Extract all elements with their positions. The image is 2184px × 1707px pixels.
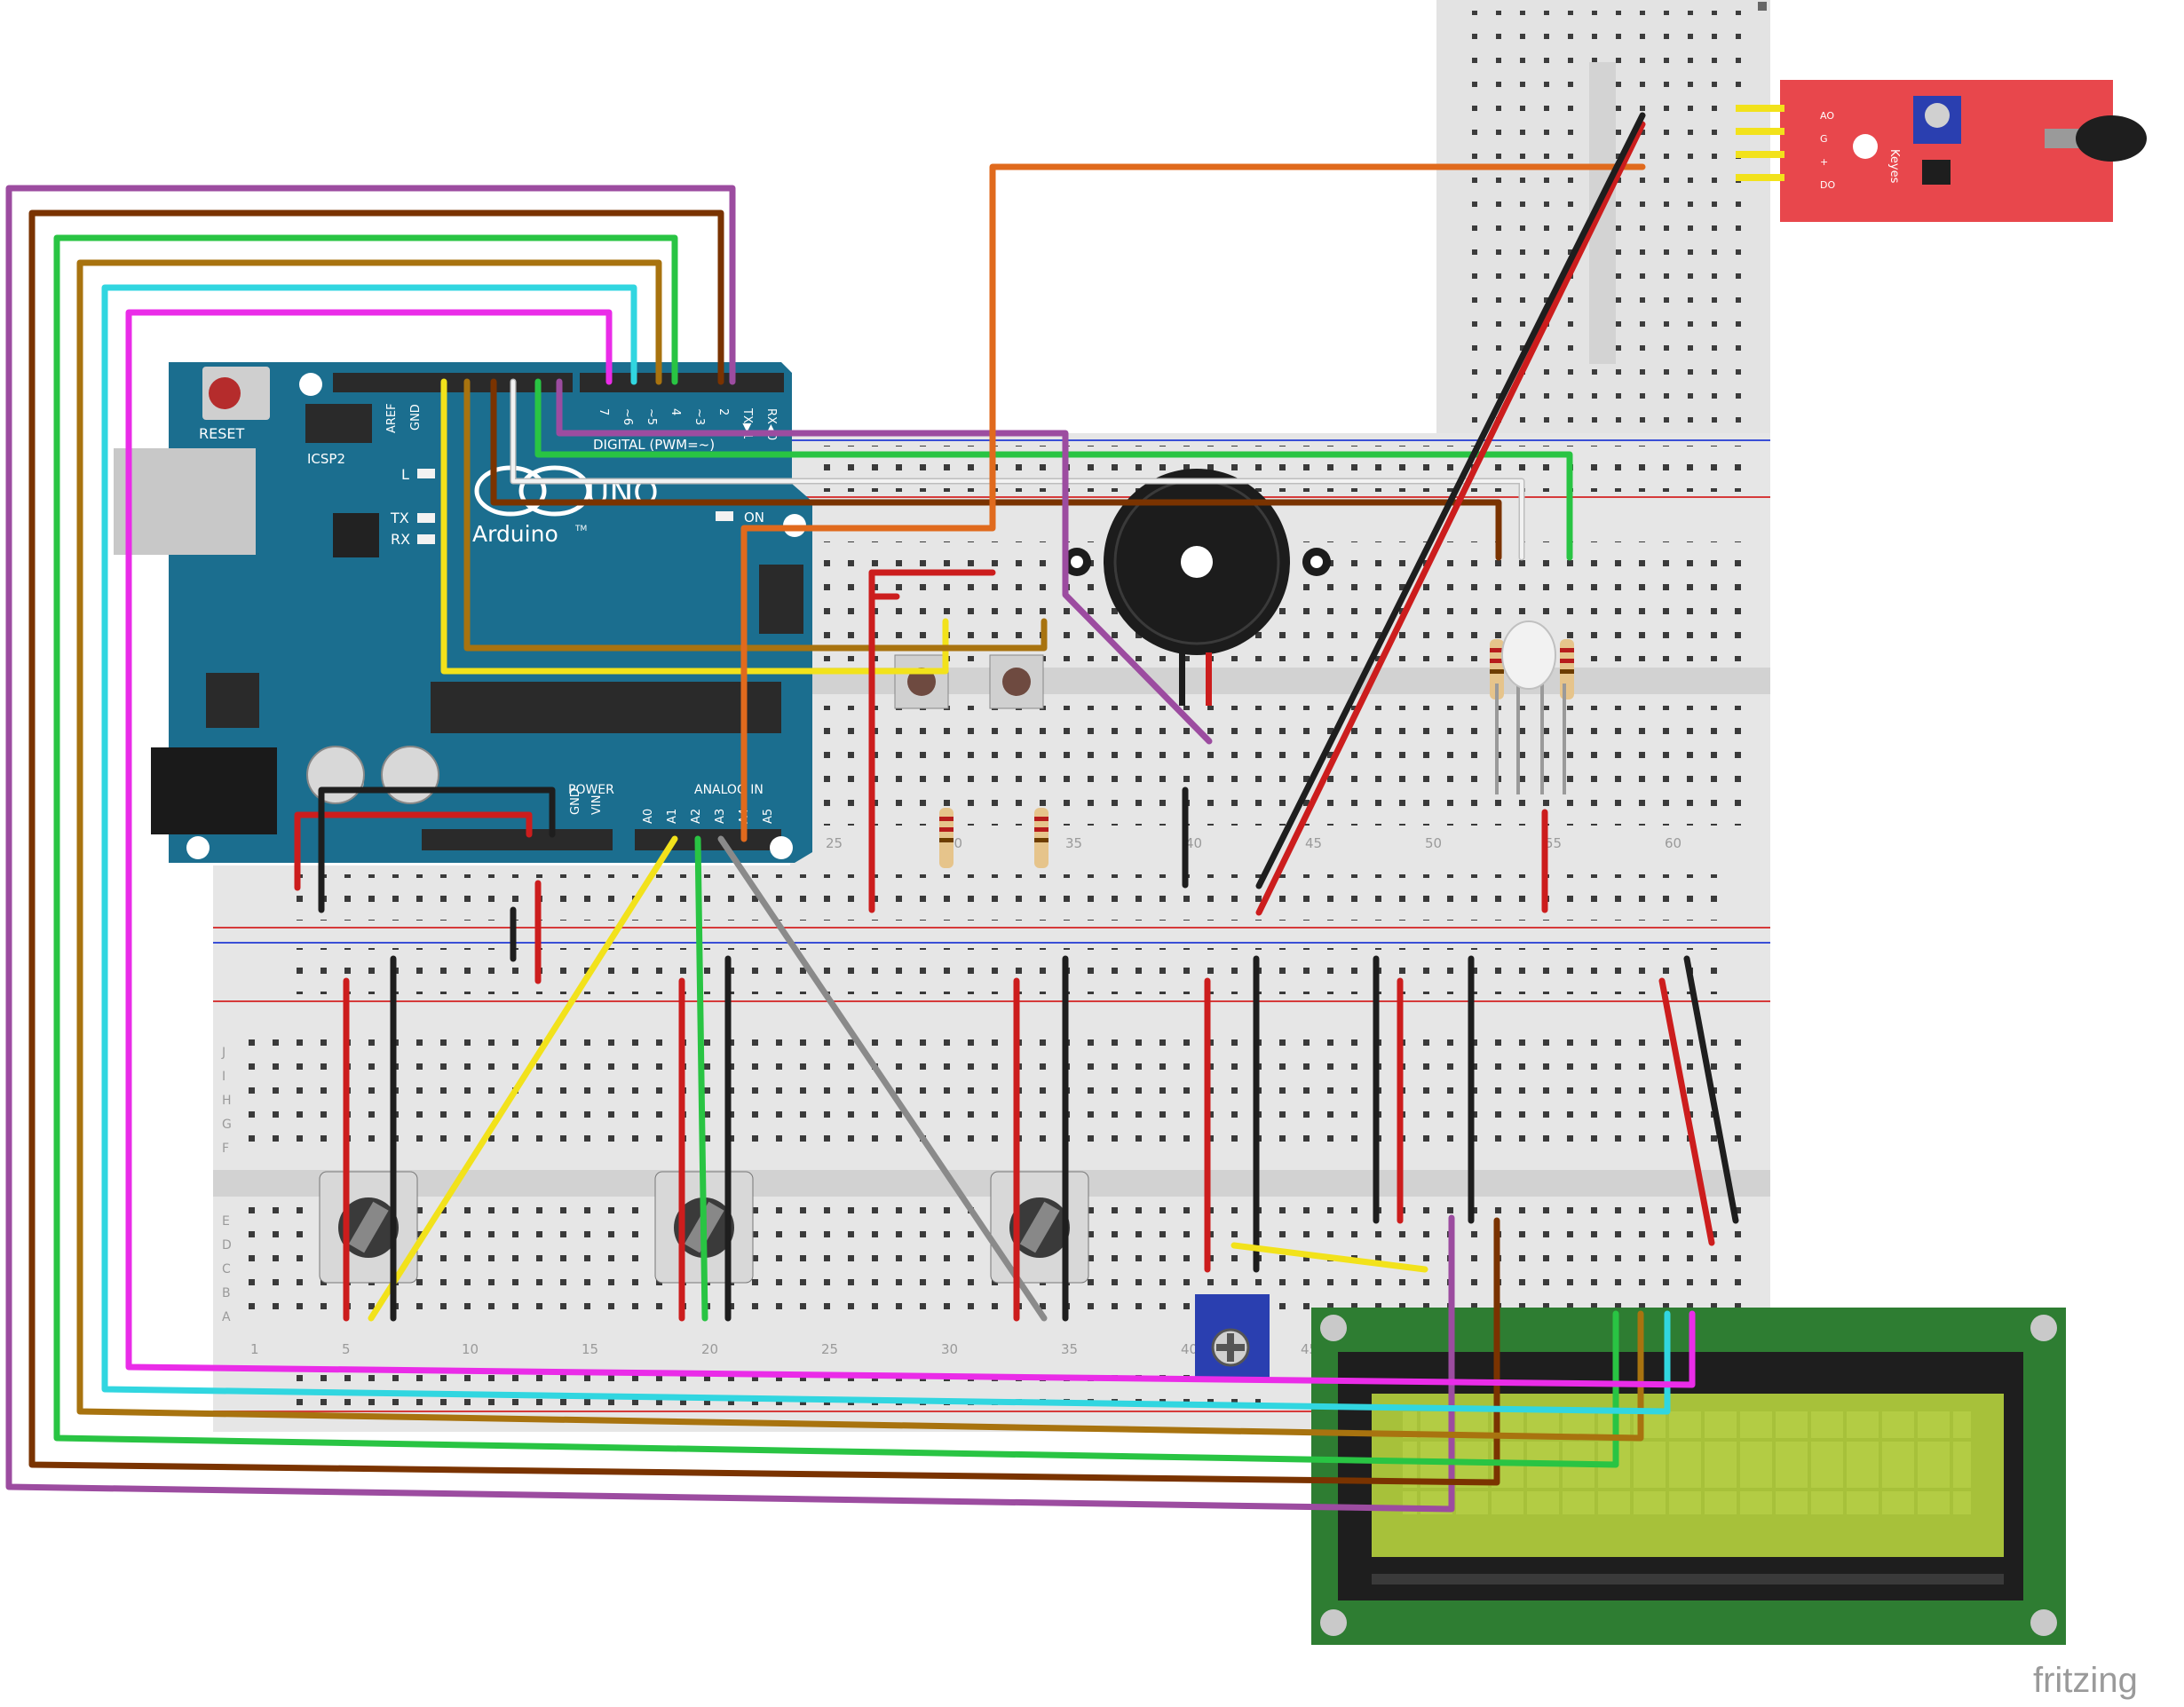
gnd2-label: GND bbox=[569, 788, 582, 815]
yellow-wire bbox=[1230, 1242, 1428, 1273]
ir-pin-do: DO bbox=[1820, 179, 1835, 191]
brown-wire bbox=[28, 209, 1500, 1486]
resistor-2 bbox=[1034, 808, 1048, 868]
push-button-2[interactable] bbox=[989, 654, 1044, 709]
reset-button[interactable] bbox=[209, 377, 241, 409]
pin-label: A0 bbox=[642, 809, 655, 824]
aref-label: AREF bbox=[385, 403, 399, 433]
row-letter: F bbox=[222, 1142, 229, 1156]
pin-label: A1 bbox=[666, 809, 679, 824]
push-button-1[interactable] bbox=[894, 654, 949, 709]
arduino-brand: Arduino bbox=[472, 521, 558, 547]
analog-in-label: ANALOG IN bbox=[694, 783, 764, 797]
col-number: 5 bbox=[342, 1341, 351, 1357]
vin-label: VIN bbox=[590, 795, 604, 815]
reset-label: RESET bbox=[199, 425, 244, 442]
col-number: 25 bbox=[826, 835, 843, 851]
on-label: ON bbox=[744, 510, 764, 526]
atmega-chip bbox=[431, 682, 781, 733]
rgb-led bbox=[1495, 620, 1566, 794]
brown-wire bbox=[490, 378, 1502, 561]
col-number: 10 bbox=[462, 1341, 479, 1357]
row-letters: J I H G F E D C B A bbox=[221, 1046, 232, 1324]
pin-label: ~3 bbox=[692, 408, 706, 425]
row-letter: C bbox=[222, 1262, 231, 1276]
green-wire bbox=[694, 835, 708, 1322]
black-wire bbox=[1255, 112, 1646, 889]
col-number: 15 bbox=[582, 1341, 598, 1357]
col-number: 40 bbox=[1181, 1341, 1198, 1357]
pin-label: 4 bbox=[669, 408, 682, 415]
ochre-wire bbox=[76, 259, 1644, 1442]
trim-potentiometer[interactable] bbox=[1195, 1294, 1270, 1379]
gnd-label: GND bbox=[409, 404, 423, 431]
col-number: 25 bbox=[821, 1341, 838, 1357]
pin-label: A5 bbox=[762, 809, 775, 824]
col-number: 30 bbox=[941, 1341, 958, 1357]
ochre-wire bbox=[463, 378, 1048, 652]
col-number: 1 bbox=[250, 1341, 259, 1357]
yellow-wire bbox=[368, 835, 678, 1322]
resistor-4 bbox=[1560, 639, 1574, 699]
row-letter: G bbox=[222, 1118, 232, 1132]
col-number: 60 bbox=[1665, 835, 1682, 851]
lcd-module bbox=[1311, 1308, 2066, 1645]
resistor-3 bbox=[1490, 639, 1504, 699]
pin-label: A3 bbox=[714, 809, 727, 824]
wires bbox=[5, 112, 1739, 1513]
power-label: POWER bbox=[568, 783, 614, 797]
row-letter: D bbox=[222, 1238, 232, 1253]
green-wire bbox=[534, 378, 1573, 561]
col-number: 45 bbox=[1305, 835, 1322, 851]
row-letter: J bbox=[221, 1046, 226, 1060]
small-breadboard bbox=[1436, 0, 1770, 433]
ir-brand: Keyes bbox=[1887, 149, 1901, 184]
cyan-wire bbox=[101, 284, 1671, 1415]
row-letter: A bbox=[222, 1310, 231, 1324]
red-wire bbox=[1255, 121, 1646, 916]
white-wire-core bbox=[511, 380, 1523, 559]
l-led-label: L bbox=[401, 466, 409, 483]
col-number: 35 bbox=[1065, 835, 1082, 851]
magenta-wire bbox=[125, 309, 1696, 1388]
orange-wire bbox=[740, 163, 1646, 842]
icsp-label: ICSP2 bbox=[307, 451, 345, 467]
row-letter: H bbox=[222, 1094, 232, 1108]
col-number: 35 bbox=[1061, 1341, 1078, 1357]
col-number: 50 bbox=[1425, 835, 1442, 851]
col-number: 20 bbox=[701, 1341, 718, 1357]
purple-wire bbox=[556, 378, 1213, 745]
ir-pin-plus: + bbox=[1820, 156, 1828, 168]
black-wire bbox=[1683, 955, 1739, 1224]
rx-label: RX bbox=[391, 531, 410, 548]
row-letter: I bbox=[222, 1070, 226, 1084]
resistor-1 bbox=[939, 808, 954, 868]
lcd-header-pins bbox=[1372, 1308, 1745, 1327]
col-number: 40 bbox=[1185, 835, 1202, 851]
pin-label: ~6 bbox=[621, 408, 634, 425]
red-wire bbox=[1658, 977, 1715, 1246]
piezo-buzzer bbox=[1063, 469, 1331, 706]
pin-label: A2 bbox=[690, 809, 703, 824]
row-letter: E bbox=[222, 1214, 230, 1229]
upper-breadboard: 25 30 35 40 45 50 55 60 bbox=[790, 433, 1770, 871]
tx-label: TX bbox=[390, 510, 409, 526]
ir-pin-g: G bbox=[1820, 133, 1828, 145]
col-number: 55 bbox=[1545, 835, 1562, 851]
pin-label: 2 bbox=[716, 408, 730, 415]
digital-label: DIGITAL (PWM=~) bbox=[593, 437, 715, 453]
gray-wire bbox=[717, 835, 1048, 1322]
row-letter: B bbox=[222, 1286, 231, 1300]
red-wire bbox=[294, 811, 533, 891]
pin-label: ~5 bbox=[645, 408, 658, 425]
ir-pin-ao: AO bbox=[1820, 110, 1834, 122]
black-wire bbox=[318, 786, 556, 913]
trademark: TM bbox=[574, 525, 587, 533]
fritzing-watermark: fritzing bbox=[2033, 1661, 2138, 1700]
ir-sensor-module: AO G + DO Keyes bbox=[1736, 80, 2147, 222]
pin-label: 7 bbox=[597, 408, 610, 415]
